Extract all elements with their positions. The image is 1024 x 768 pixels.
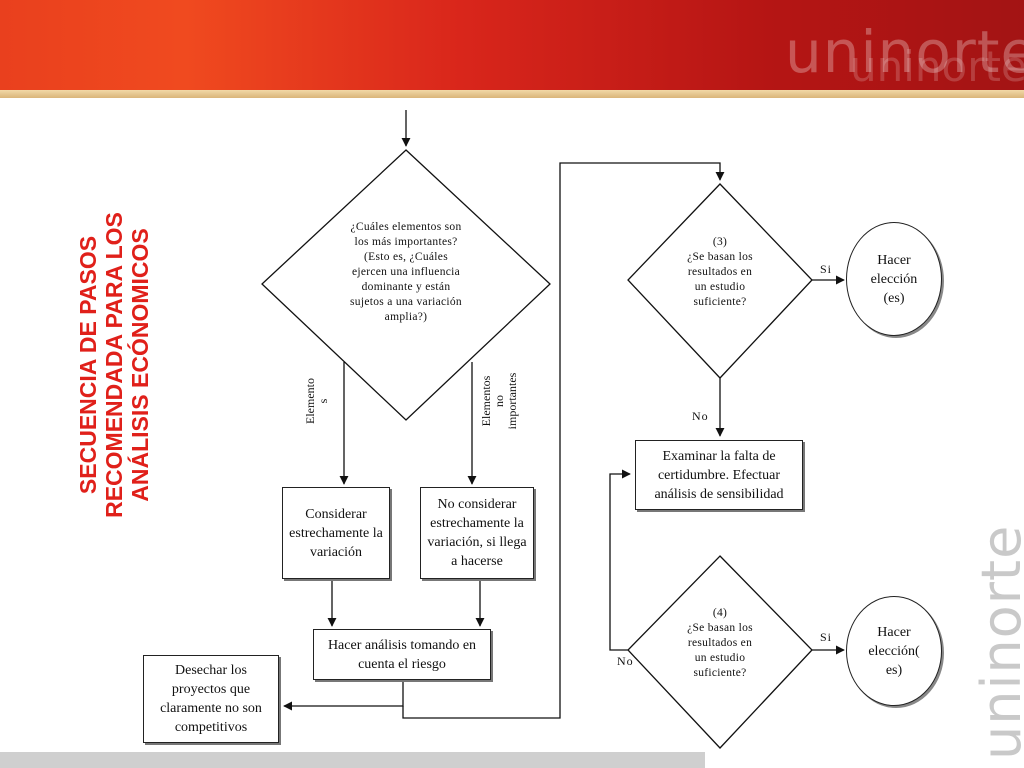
uninorte-logo-echo: uninorte	[850, 42, 1024, 91]
footer-bar	[0, 752, 705, 768]
yes-label-3: Si	[820, 262, 833, 276]
make-choice-circle-1: Hacer elección (es)	[846, 222, 942, 336]
decision-diamond-1	[261, 149, 551, 421]
decision-3-text: (3) ¿Se basan los resultados en un estud…	[687, 236, 753, 308]
uninorte-logo: uninorte	[785, 18, 1024, 86]
decision-4-text: (4) ¿Se basan los resultados en un estud…	[687, 607, 753, 679]
header-banner	[0, 0, 1024, 92]
no-importantes-label: Elementos no importantes	[479, 372, 519, 430]
risk-analysis-box: Hacer análisis tomando en cuenta el ries…	[313, 629, 491, 680]
header-stripe	[0, 90, 1024, 98]
make-choice-circle-2: Hacer elección( es)	[846, 596, 942, 706]
no-consider-variation-box: No considerar estrechamente la variación…	[420, 487, 534, 579]
decision-diamond-4	[627, 555, 813, 749]
examine-uncertainty-box: Examinar la falta de certidumbre. Efectu…	[635, 440, 803, 510]
no-label-4: No	[617, 654, 634, 668]
elementos-label: Elemento s	[303, 378, 330, 424]
consider-variation-box: Considerar estrechamente la variación	[282, 487, 390, 579]
discard-projects-box: Desechar los proyectos que claramente no…	[143, 655, 279, 743]
yes-label-4: Si	[820, 630, 833, 644]
decision-1-text: ¿Cuáles elementos son los más importante…	[350, 221, 462, 323]
no-label-3: No	[692, 409, 709, 423]
